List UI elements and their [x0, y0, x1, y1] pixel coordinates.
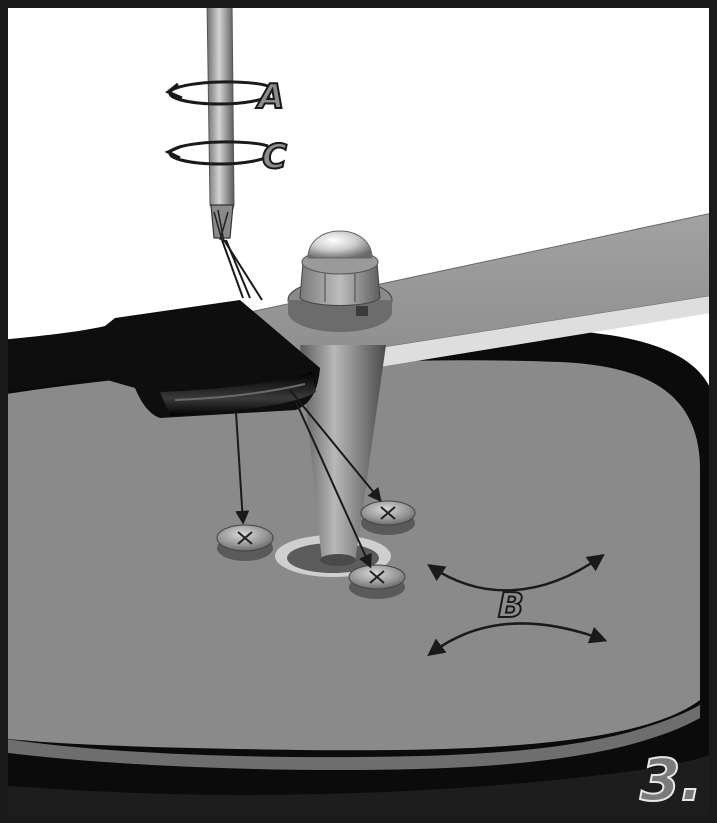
label-c: C	[262, 137, 287, 177]
label-a: A	[255, 77, 284, 117]
screw-right	[360, 500, 416, 535]
rotation-arrow-a	[165, 80, 271, 106]
step-number: 3.	[640, 746, 702, 814]
rotation-arrow-icon	[164, 80, 271, 166]
leader-lines	[221, 239, 382, 569]
label-b: B	[498, 586, 524, 626]
dome-nut	[287, 230, 393, 332]
headshell	[0, 300, 320, 418]
double-arrow-icon	[427, 553, 608, 657]
rotation-arrow-c	[164, 140, 271, 166]
screw-left	[216, 524, 274, 561]
screw-front	[348, 564, 406, 599]
screw-icon	[216, 500, 416, 599]
screwdriver-icon	[206, 0, 235, 243]
